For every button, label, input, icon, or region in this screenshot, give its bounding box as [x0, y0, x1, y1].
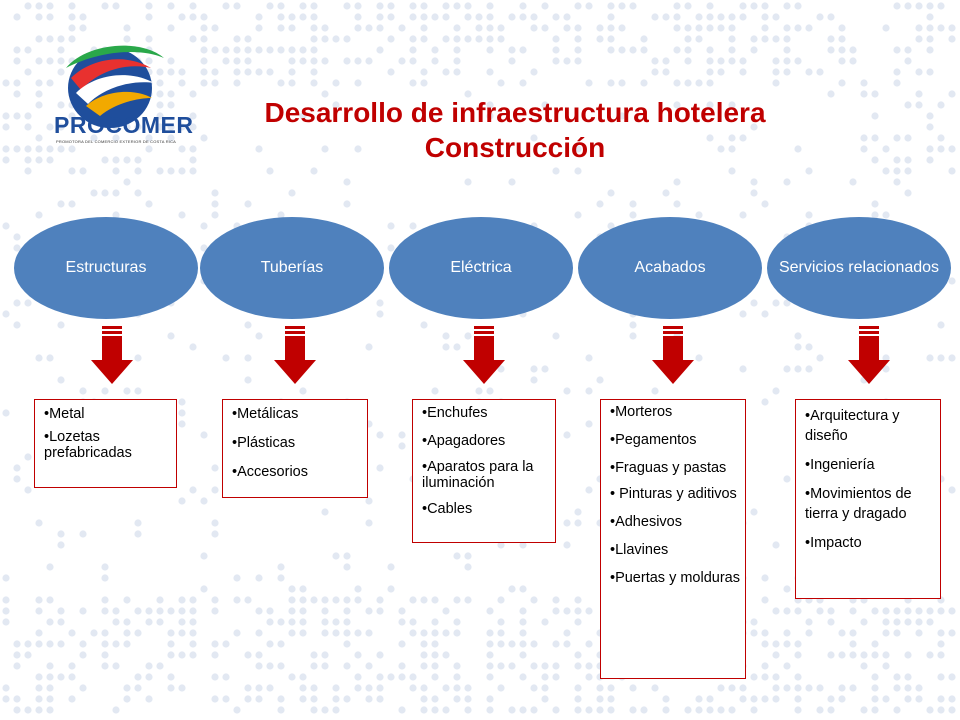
page-title: Desarrollo de infraestructura hotelera	[264, 97, 766, 128]
category-electrica: Eléctrica	[389, 217, 573, 319]
list-box-electrica: •Enchufes •Apagadores •Aparatos para la …	[412, 399, 556, 543]
down-arrow-icon	[91, 326, 133, 384]
list-item: •Apagadores	[422, 433, 506, 449]
logo-wordmark: PROCOMER	[54, 112, 194, 138]
category-estructuras: Estructuras	[14, 217, 198, 319]
down-arrow-icon	[652, 326, 694, 384]
list-item: •Accesorios	[232, 464, 308, 480]
list-item: •Impacto	[805, 535, 862, 551]
list-box-tuberias: •Metálicas •Plásticas •Accesorios	[222, 399, 368, 498]
list-item: •Metal	[44, 406, 85, 422]
page-subtitle: Construcción	[424, 132, 606, 163]
list-item: •Enchufes	[422, 405, 488, 421]
list-item: •Lozetas prefabricadas	[44, 429, 132, 461]
down-arrow-icon	[274, 326, 316, 384]
down-arrow-icon	[463, 326, 505, 384]
list-item: •Puertas y molduras	[610, 570, 740, 586]
list-item: •Llavines	[610, 542, 669, 558]
category-acabados: Acabados	[578, 217, 762, 319]
list-item: •Aparatos para la iluminación	[422, 459, 534, 491]
list-box-acabados: •Morteros •Pegamentos •Fraguas y pastas …	[600, 399, 746, 679]
list-item: •Adhesivos	[610, 514, 682, 530]
list-item: • Pinturas y aditivos	[610, 486, 737, 502]
list-item: •Movimientos de tierra y dragado	[805, 486, 912, 522]
list-item: •Morteros	[610, 404, 673, 420]
category-servicios-relacionados: Servicios relacionados	[767, 217, 951, 319]
list-item: •Pegamentos	[610, 432, 697, 448]
logo-tagline: PROMOTORA DEL COMERCIO EXTERIOR DE COSTA…	[56, 139, 177, 144]
list-item: •Plásticas	[232, 435, 296, 451]
list-item: •Metálicas	[232, 406, 299, 422]
down-arrow-icon	[848, 326, 890, 384]
logo-emblem-icon	[66, 45, 164, 128]
list-box-estructuras: •Metal •Lozetas prefabricadas	[34, 399, 177, 488]
list-item: •Ingeniería	[805, 457, 875, 473]
list-item: •Cables	[422, 501, 473, 517]
list-box-servicios-relacionados: •Arquitectura y diseño •Ingeniería •Movi…	[795, 399, 941, 599]
category-tuberias: Tuberías	[200, 217, 384, 319]
list-item: •Fraguas y pastas	[610, 460, 727, 476]
list-item: •Arquitectura y diseño	[805, 408, 900, 444]
